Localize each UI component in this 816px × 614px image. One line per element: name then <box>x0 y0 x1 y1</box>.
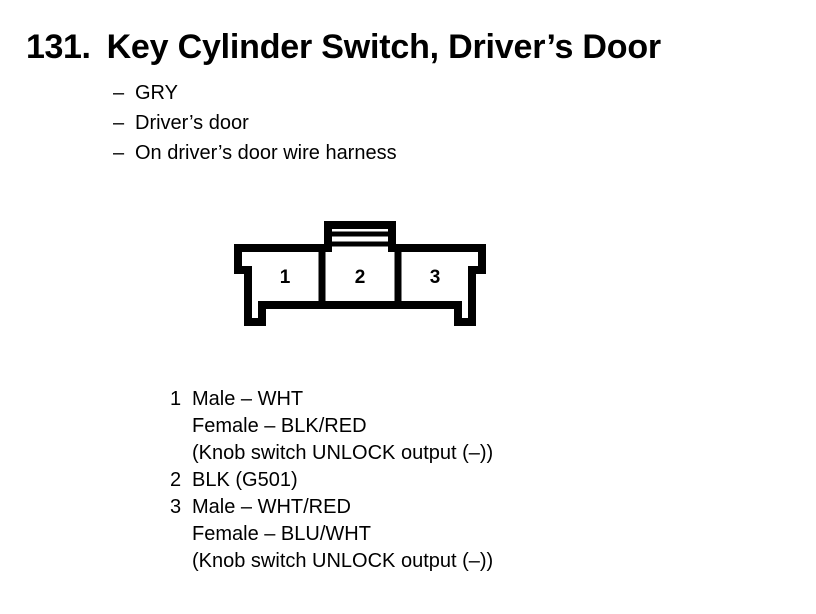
legend-pin-number: 3 <box>170 496 182 518</box>
legend-line: BLK (G501) <box>192 469 298 491</box>
attribute-item: – GRY <box>113 78 397 108</box>
legend-line: Female – BLK/RED <box>192 415 367 437</box>
pin-cavity-number-3: 3 <box>430 267 441 288</box>
dash-bullet: – <box>113 142 125 164</box>
legend-entry: 3 Male – WHT/RED Female – BLU/WHT (Knob … <box>170 494 493 575</box>
legend-line: (Knob switch UNLOCK output (–)) <box>192 550 494 572</box>
legend-line: Male – WHT <box>192 388 304 410</box>
legend-pin-description: Male – WHT Female – BLK/RED (Knob switch… <box>192 386 493 467</box>
dash-bullet: – <box>113 112 125 134</box>
connector-diagram: 1 2 3 <box>230 215 500 335</box>
legend-line: Male – WHT/RED <box>192 496 351 518</box>
page-title: 131. Key Cylinder Switch, Driver’s Door <box>26 28 661 67</box>
legend-entry: 2 BLK (G501) <box>170 467 493 494</box>
title-item-number: 131. <box>26 28 91 66</box>
legend-pin-description: BLK (G501) <box>192 467 298 494</box>
connector-body-outline <box>234 221 486 326</box>
legend-line: (Knob switch UNLOCK output (–)) <box>192 442 494 464</box>
legend-line: Female – BLU/WHT <box>192 523 371 545</box>
attribute-item: – Driver’s door <box>113 108 397 138</box>
attribute-list: – GRY – Driver’s door – On driver’s door… <box>113 78 397 168</box>
pin-legend: 1 Male – WHT Female – BLK/RED (Knob swit… <box>170 386 493 575</box>
legend-pin-number: 1 <box>170 388 182 410</box>
legend-pin-description: Male – WHT/RED Female – BLU/WHT (Knob sw… <box>192 494 493 575</box>
dash-bullet: – <box>113 82 125 104</box>
pin-cavity-number-1: 1 <box>280 267 291 288</box>
legend-pin-number: 2 <box>170 469 182 491</box>
attribute-item: – On driver’s door wire harness <box>113 138 397 168</box>
pin-cavity-number-2: 2 <box>355 267 366 288</box>
attribute-label: Driver’s door <box>135 112 249 134</box>
title-label: Key Cylinder Switch, Driver’s Door <box>106 28 662 66</box>
legend-entry: 1 Male – WHT Female – BLK/RED (Knob swit… <box>170 386 493 467</box>
attribute-label: GRY <box>135 82 178 104</box>
attribute-label: On driver’s door wire harness <box>135 142 397 164</box>
